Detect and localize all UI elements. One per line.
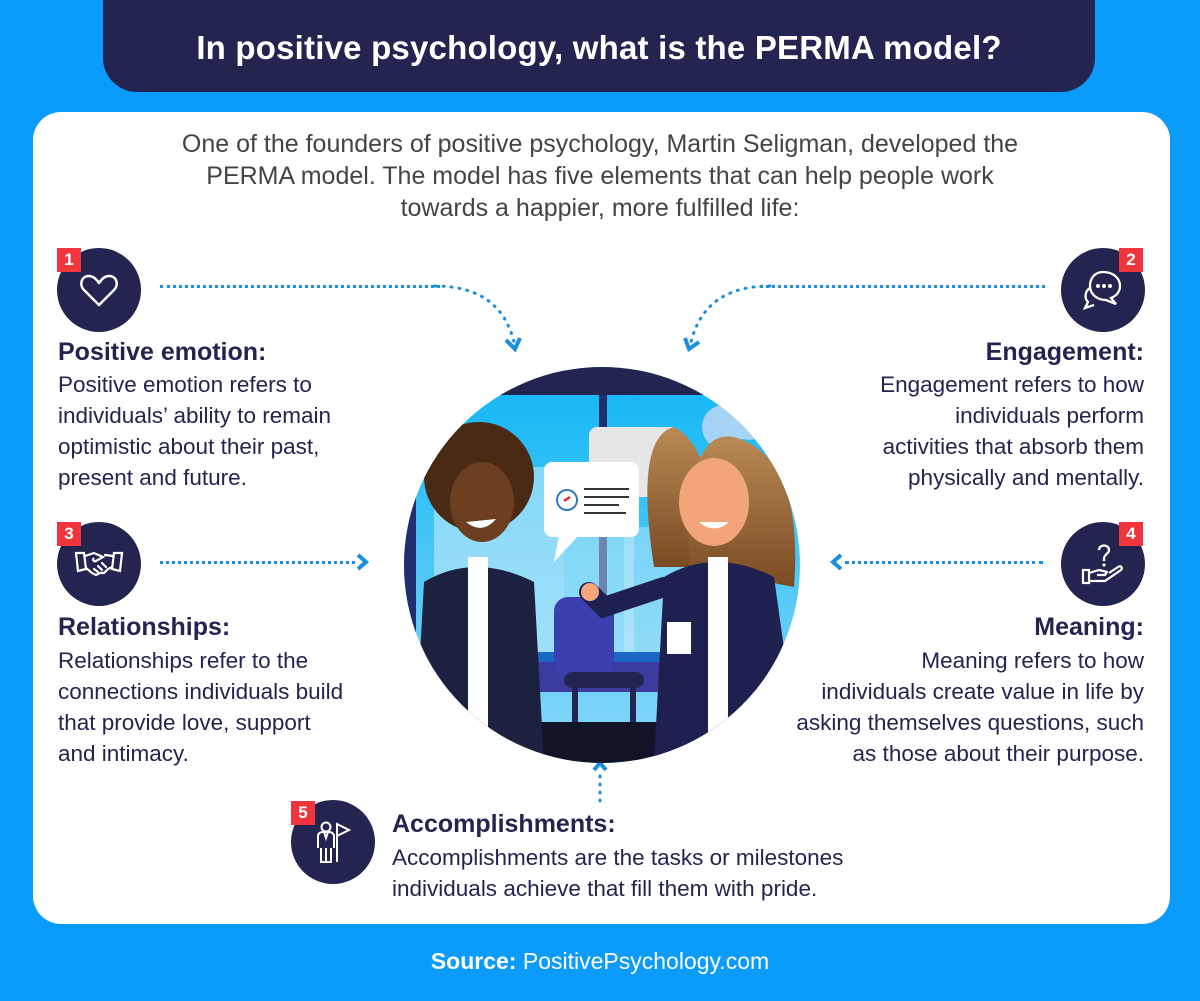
- number-badge: 4: [1119, 522, 1143, 546]
- relationships-text: Relationships refer to the connections i…: [58, 645, 343, 769]
- text-line: Engagement refers to how: [880, 372, 1144, 397]
- accomplishments-heading: Accomplishments:: [392, 810, 616, 838]
- person-flag-icon: [317, 821, 352, 863]
- source-footer: Source: PositivePsychology.com: [0, 948, 1200, 975]
- text-line: Accomplishments are the tasks or milesto…: [392, 845, 844, 870]
- meaning-text: Meaning refers to how individuals create…: [796, 645, 1144, 769]
- relationships-icon-circle: [57, 522, 141, 606]
- text-line: individuals achieve that fill them with …: [392, 876, 818, 901]
- text-line: that provide love, support: [58, 710, 311, 735]
- dotted-connector: [845, 561, 1043, 564]
- heart-icon: [80, 274, 118, 307]
- dotted-connector: [160, 561, 355, 564]
- number-badge: 1: [57, 248, 81, 272]
- text-line: optimistic about their past,: [58, 434, 320, 459]
- dotted-connector: [160, 285, 440, 288]
- arrow-left-icon: [829, 553, 843, 571]
- arrow-up-icon: [592, 759, 608, 808]
- question-hand-icon: [1081, 544, 1123, 585]
- number-badge: 2: [1119, 248, 1143, 272]
- source-label: Source:: [430, 948, 517, 974]
- engagement-heading: Engagement:: [985, 338, 1144, 366]
- text-line: Positive emotion refers to: [58, 372, 312, 397]
- chat-bubbles-icon: [1082, 270, 1122, 310]
- intro-line: PERMA model. The model has five elements…: [206, 162, 994, 190]
- title-banner: In positive psychology, what is the PERM…: [103, 0, 1095, 92]
- source-link[interactable]: PositivePsychology.com: [516, 948, 770, 974]
- text-line: asking themselves questions, such: [796, 710, 1144, 735]
- arrow-right-icon: [356, 553, 370, 571]
- number-badge: 3: [57, 522, 81, 546]
- text-line: and intimacy.: [58, 741, 189, 766]
- text-line: present and future.: [58, 465, 247, 490]
- office-conversation-illustration: [404, 367, 800, 763]
- positive-emotion-heading: Positive emotion:: [58, 338, 267, 366]
- handshake-icon: [74, 551, 124, 577]
- curved-arrow-icon: [683, 284, 772, 353]
- text-line: Meaning refers to how: [921, 648, 1144, 673]
- accomplishments-text: Accomplishments are the tasks or milesto…: [392, 842, 843, 904]
- text-line: individuals create value in life by: [821, 679, 1144, 704]
- number-badge: 5: [291, 801, 315, 825]
- intro-line: One of the founders of positive psycholo…: [181, 130, 1019, 158]
- positive-emotion-text: Positive emotion refers to individuals’ …: [58, 369, 331, 493]
- page-title: In positive psychology, what is the PERM…: [196, 29, 1002, 66]
- text-line: Relationships refer to the: [58, 648, 309, 673]
- text-line: connections individuals build: [58, 679, 344, 704]
- meaning-heading: Meaning:: [1034, 613, 1144, 641]
- text-line: activities that absorb them: [882, 434, 1144, 459]
- dotted-connector: [760, 285, 1045, 288]
- text-line: physically and mentally.: [908, 465, 1144, 490]
- text-line: as those about their purpose.: [852, 741, 1144, 766]
- curved-arrow-icon: [433, 284, 522, 353]
- text-line: individuals’ ability to remain: [58, 403, 332, 428]
- intro-paragraph: One of the founders of positive psycholo…: [0, 128, 1200, 224]
- engagement-text: Engagement refers to how individuals per…: [880, 369, 1144, 493]
- text-line: individuals perform: [955, 403, 1144, 428]
- intro-line: towards a happier, more fulfilled life:: [400, 194, 800, 222]
- relationships-heading: Relationships:: [58, 613, 231, 641]
